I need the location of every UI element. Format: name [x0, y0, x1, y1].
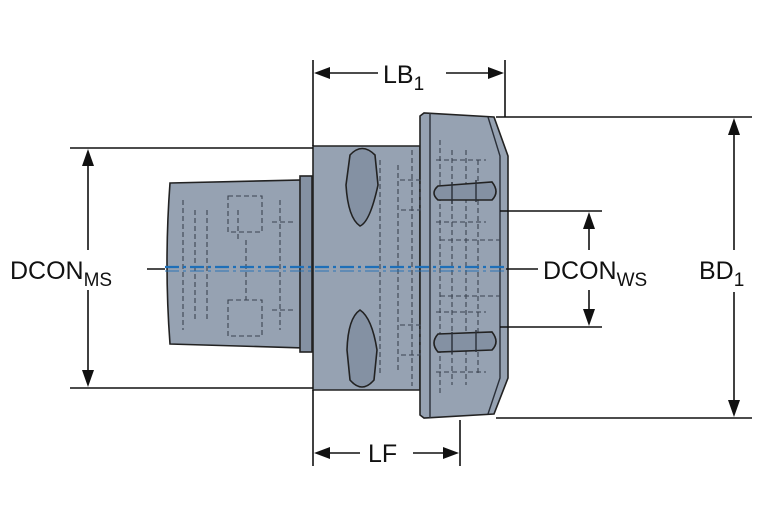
drive-slot-bottom	[346, 309, 378, 388]
svg-text:DCONWS: DCONWS	[543, 257, 647, 291]
dcon-ws-subscript: WS	[617, 270, 648, 291]
hidden-lines	[182, 140, 500, 395]
dimension-lb1: LB1	[312, 60, 506, 146]
clamp-screw-top	[433, 181, 497, 201]
svg-text:DCONMS: DCONMS	[10, 257, 112, 291]
drive-slot-top	[345, 147, 379, 227]
bd1-label: BD	[699, 257, 734, 285]
clamp-screw-bottom	[433, 331, 497, 353]
dimension-lf: LF	[312, 390, 461, 468]
bd1-subscript: 1	[734, 270, 745, 291]
machine-side-shank	[166, 179, 307, 349]
shank-flange-ring	[299, 175, 313, 353]
adapter-body	[165, 112, 509, 419]
lb1-subscript: 1	[414, 74, 425, 95]
dimension-bd1: BD1	[496, 116, 752, 419]
dcon-ws-label: DCON	[543, 257, 617, 285]
svg-text:LF: LF	[368, 440, 397, 468]
svg-text:BD1: BD1	[699, 257, 744, 291]
lb1-label: LB	[383, 61, 414, 89]
dcon-ms-label: DCON	[10, 257, 84, 285]
dcon-ms-subscript: MS	[84, 270, 113, 291]
svg-text:LB1: LB1	[383, 61, 424, 95]
dimension-dcon-ws: DCONWS	[500, 210, 647, 328]
dimension-dcon-ms: DCONMS	[10, 147, 313, 389]
lf-label: LF	[368, 440, 397, 468]
